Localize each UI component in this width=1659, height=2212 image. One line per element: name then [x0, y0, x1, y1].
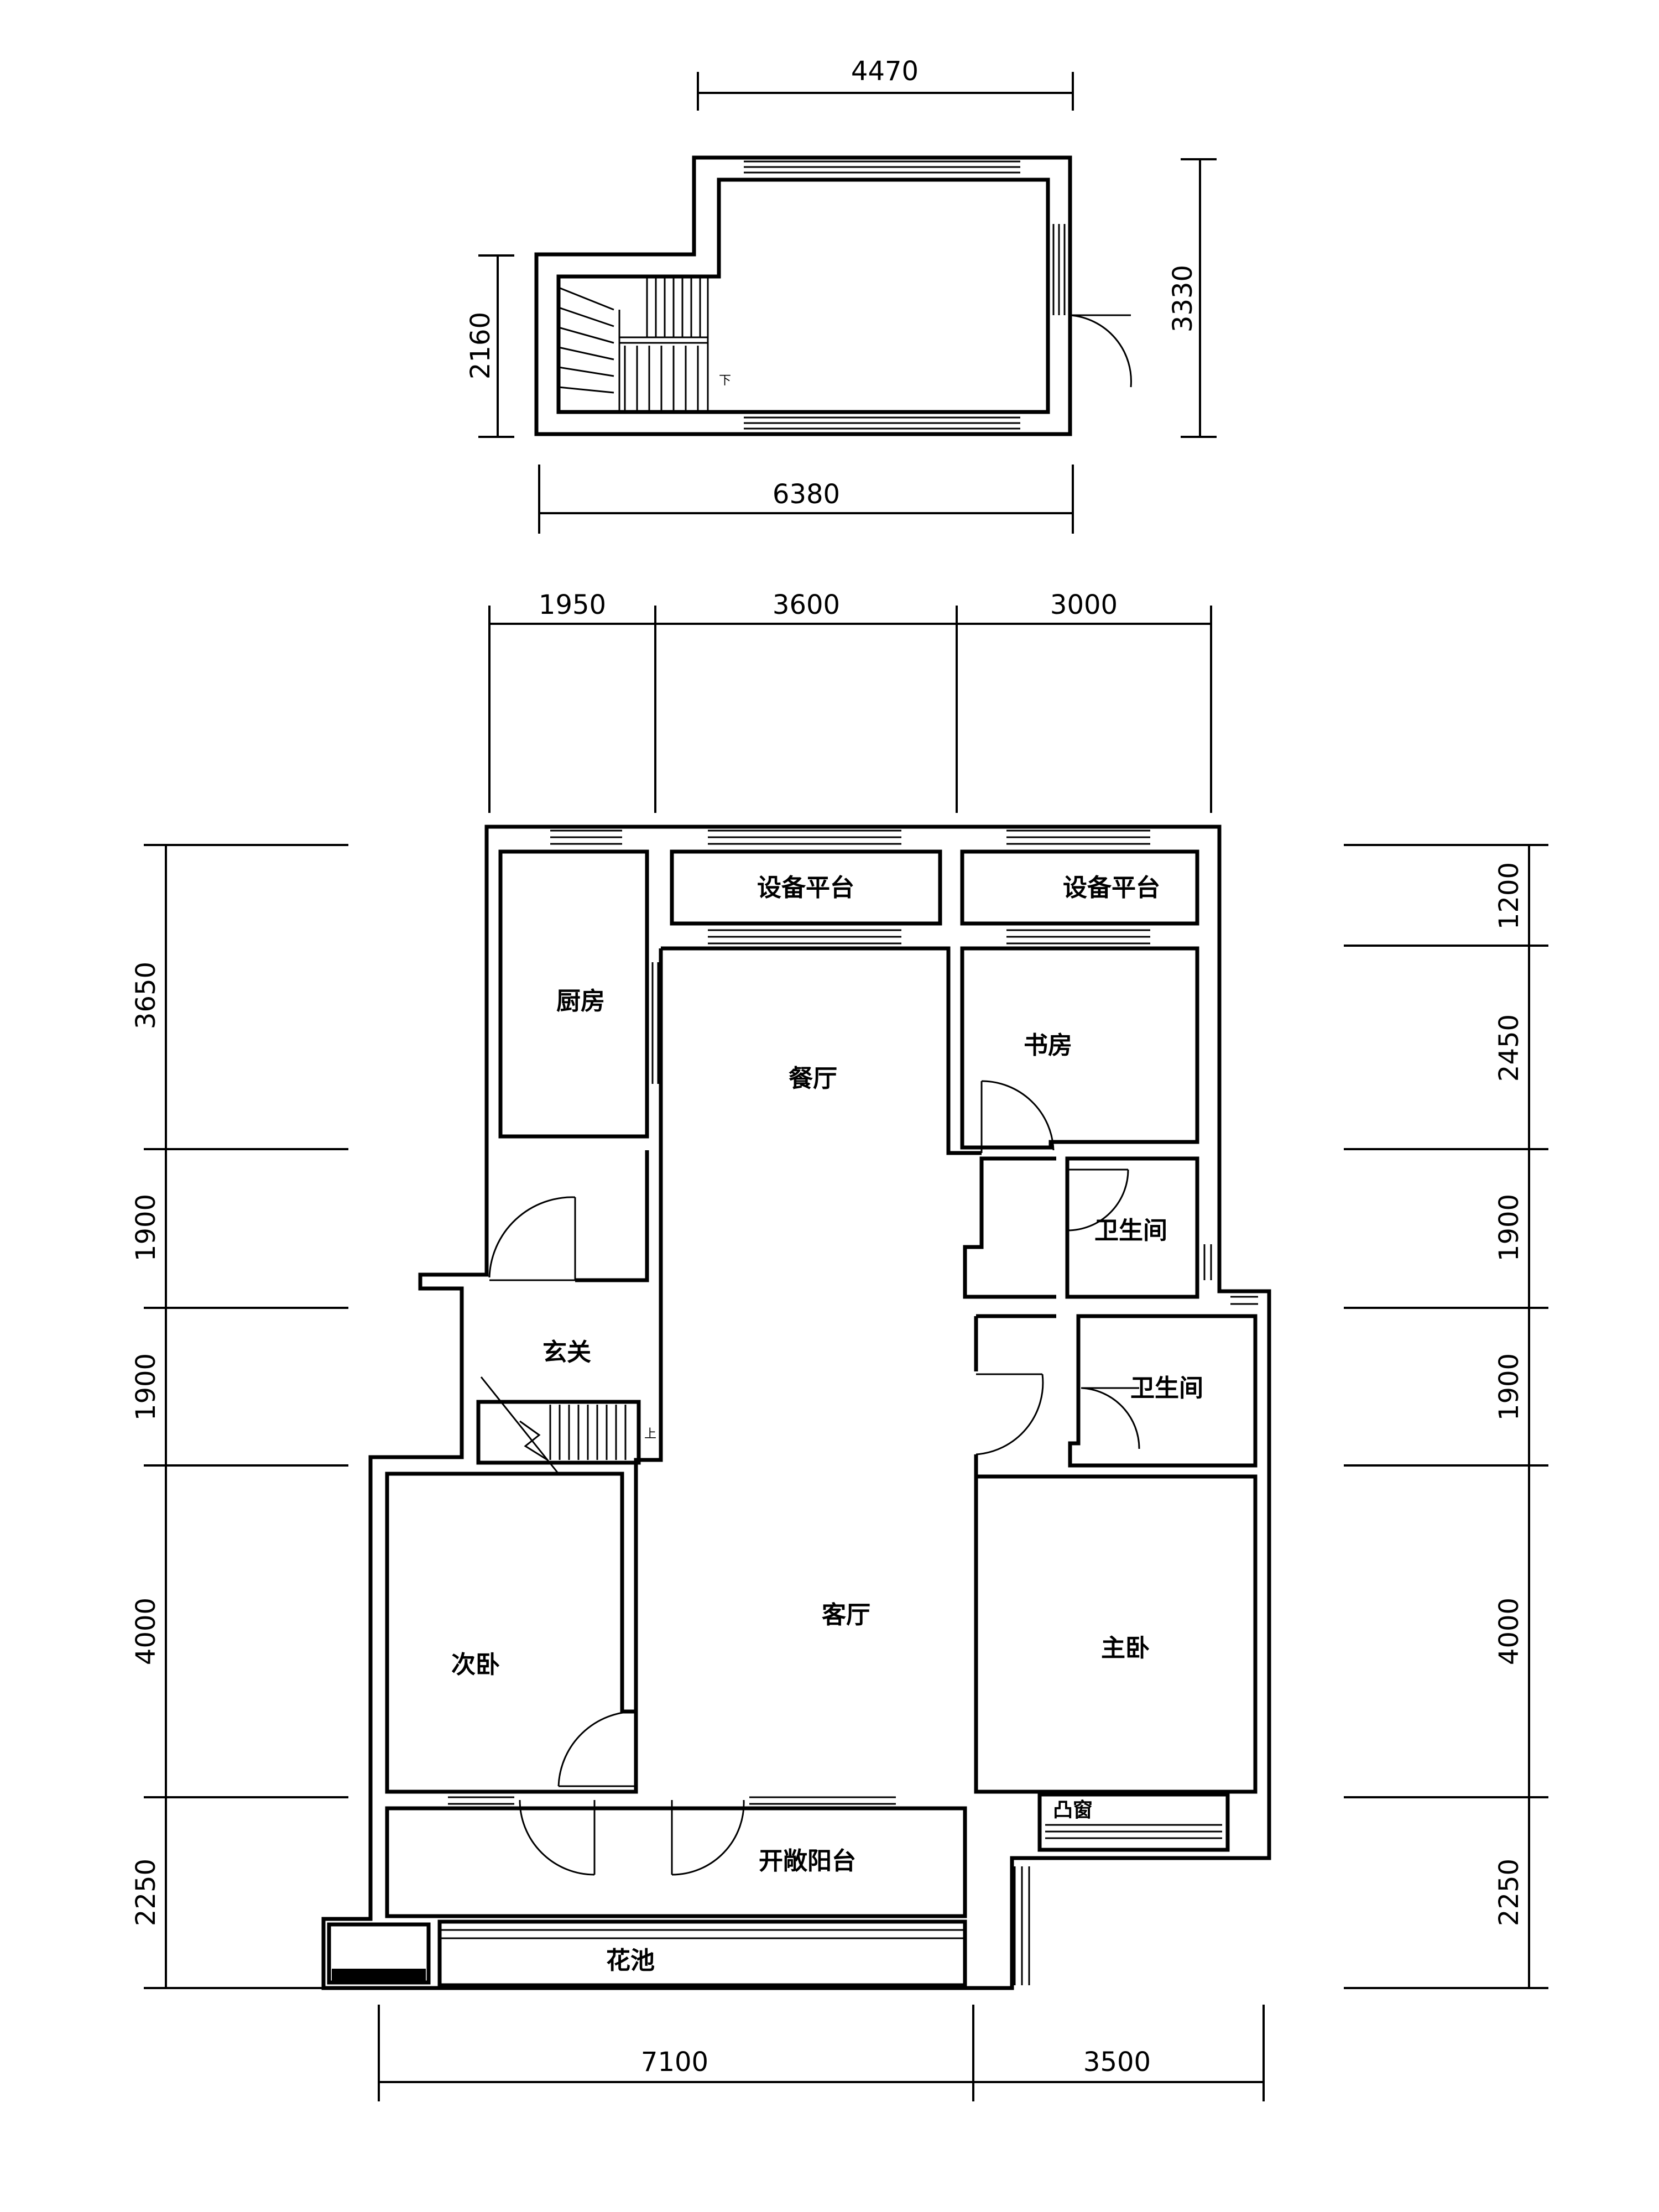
dim-left-1: 3650 — [131, 962, 161, 1029]
stair-winder — [558, 286, 614, 311]
dim-left-2: 1900 — [131, 1194, 161, 1261]
upper-stair-mark: 下 — [719, 374, 731, 388]
upper-door-right — [1069, 314, 1132, 393]
upper-dim-top: 4470 — [851, 56, 919, 87]
entrance-stair-wall — [476, 1400, 641, 1465]
dining-wall — [661, 946, 982, 1155]
dim-right-2: 2450 — [1494, 1014, 1525, 1082]
dim-bottom-1: 7100 — [641, 2047, 708, 2078]
upper-floor-wall — [534, 155, 1072, 436]
upper-window-bottom — [744, 416, 1020, 430]
stair-winder — [558, 326, 614, 344]
upper-dim-left: 2160 — [465, 312, 496, 379]
main-dims-left: 3650 1900 1900 4000 2250 — [131, 844, 348, 1989]
main-floor-plan: 上 厨房 设备平台 设备平台 餐厅 书房 卫生间 卫生间 玄关 客厅 次卧 主卧… — [131, 589, 1548, 2101]
stair-winder — [558, 346, 614, 361]
label-master-bedroom: 主卧 — [1101, 1634, 1150, 1662]
main-dims-bottom: 7100 3500 — [378, 2005, 1265, 2101]
study-wall — [960, 946, 1199, 1150]
second-bedroom-wall — [385, 1472, 638, 1794]
bay-window — [1037, 1792, 1230, 1852]
dim-left-3: 1900 — [131, 1353, 161, 1421]
room-labels: 厨房 设备平台 设备平台 餐厅 书房 卫生间 卫生间 玄关 客厅 次卧 主卧 凸… — [451, 874, 1203, 1975]
equipment-platform-left — [670, 849, 942, 926]
stair-winder — [558, 386, 614, 394]
dim-bottom-2: 3500 — [1083, 2047, 1151, 2078]
label-balcony: 开敞阳台 — [759, 1847, 856, 1875]
main-dims-top: 1950 3600 3000 — [488, 589, 1212, 813]
dim-left-4: 4000 — [131, 1598, 161, 1665]
stair-winder — [558, 306, 614, 327]
upper-dimensions: 4470 6380 2160 3330 — [465, 56, 1217, 534]
upper-window-right — [1052, 224, 1066, 315]
upper-stairs: 下 — [557, 275, 731, 413]
lower-bathroom-wall — [1068, 1314, 1258, 1468]
upper-dim-bottom: 6380 — [773, 479, 840, 510]
balcony-wall — [385, 1806, 967, 1918]
stair-winder — [558, 366, 614, 377]
label-equipment-left: 设备平台 — [757, 874, 854, 902]
upper-bathroom-wall — [1065, 1156, 1199, 1299]
upper-floor-inner-wall — [556, 178, 1050, 414]
label-dining: 餐厅 — [789, 1065, 837, 1093]
label-kitchen: 厨房 — [556, 987, 605, 1015]
kitchen-corridor-wall — [575, 1150, 649, 1282]
dim-top-1: 1950 — [539, 589, 606, 620]
label-bathroom-upper: 卫生间 — [1094, 1217, 1167, 1245]
dim-right-5: 4000 — [1494, 1598, 1525, 1665]
living-left-wall — [634, 1288, 663, 1712]
label-second-bedroom: 次卧 — [451, 1651, 500, 1679]
entrance-stairs: 上 — [480, 1376, 656, 1474]
dim-right-3: 1900 — [1494, 1194, 1525, 1261]
doors — [488, 1080, 1140, 1876]
label-bay-window: 凸窗 — [1053, 1798, 1093, 1822]
dim-top-3: 3000 — [1050, 589, 1118, 620]
main-dims-right: 1200 2450 1900 1900 4000 2250 — [1344, 844, 1548, 1989]
dim-top-2: 3600 — [773, 589, 840, 620]
master-bedroom-wall — [974, 1474, 1258, 1794]
label-study: 书房 — [1024, 1031, 1072, 1060]
label-bathroom-lower: 卫生间 — [1130, 1374, 1203, 1402]
dim-left-5: 2250 — [131, 1859, 161, 1926]
label-planter: 花池 — [606, 1947, 655, 1975]
dim-right-6: 2250 — [1494, 1859, 1525, 1926]
main-stair-mark: 上 — [644, 1427, 656, 1441]
planter — [327, 1919, 967, 1987]
upper-dim-right: 3330 — [1167, 265, 1198, 332]
upper-floor-plan: 下 4470 6380 2160 3330 — [465, 56, 1217, 534]
corridor-wall — [963, 1156, 1056, 1299]
label-equipment-right: 设备平台 — [1063, 874, 1160, 902]
kitchen-wall — [498, 849, 649, 1139]
side-rail — [1014, 1866, 1030, 1985]
dim-right-4: 1900 — [1494, 1353, 1525, 1421]
main-top-windows — [448, 830, 1258, 1805]
equipment-platform-right — [960, 849, 1199, 926]
dim-right-1: 1200 — [1494, 862, 1525, 930]
label-living: 客厅 — [822, 1601, 870, 1629]
upper-window-top — [744, 160, 1020, 174]
main-floor-outer-wall — [321, 825, 1271, 1990]
label-entrance: 玄关 — [542, 1338, 591, 1366]
